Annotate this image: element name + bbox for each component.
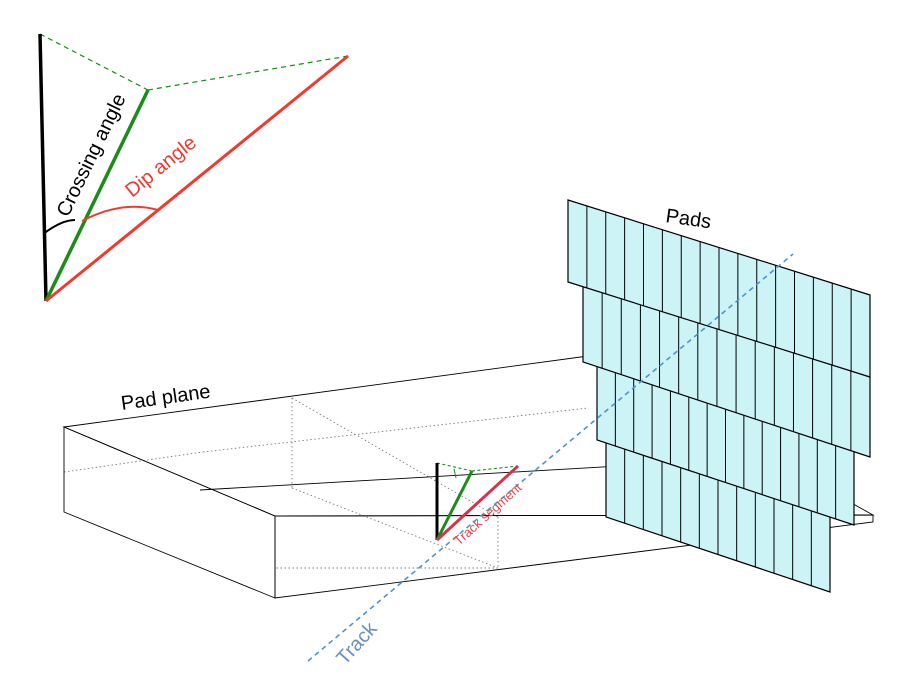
inset-vertical-line: [38, 33, 48, 302]
pad-plane-front-face: [63, 426, 276, 599]
pad-plane-label: Pad plane: [120, 381, 212, 415]
inset-projected-track: [44, 89, 150, 302]
pads: [567, 199, 871, 593]
angle-inset: Crossing angle Dip angle: [38, 33, 349, 303]
inset-dashed-right: [147, 55, 349, 91]
segment-projected-track: [435, 470, 474, 541]
segment-crossing-arc: [453, 468, 457, 479]
dip-angle-arc: [81, 205, 159, 222]
segment-dashed-top: [436, 462, 473, 472]
inset-dashed-top: [39, 33, 149, 91]
pad-plane-hidden-edges: [63, 397, 589, 569]
inset-track-line: [45, 54, 349, 303]
segment-track: [435, 464, 520, 542]
track-line: [307, 253, 794, 662]
pads-label: Pads: [664, 205, 712, 233]
dip-angle-label: Dip angle: [121, 132, 201, 202]
crossing-angle-arc: [43, 219, 76, 234]
segment-dashed-right: [471, 465, 519, 472]
crossing-angle-label: Crossing angle: [53, 90, 131, 220]
track-label: Track: [332, 617, 382, 669]
